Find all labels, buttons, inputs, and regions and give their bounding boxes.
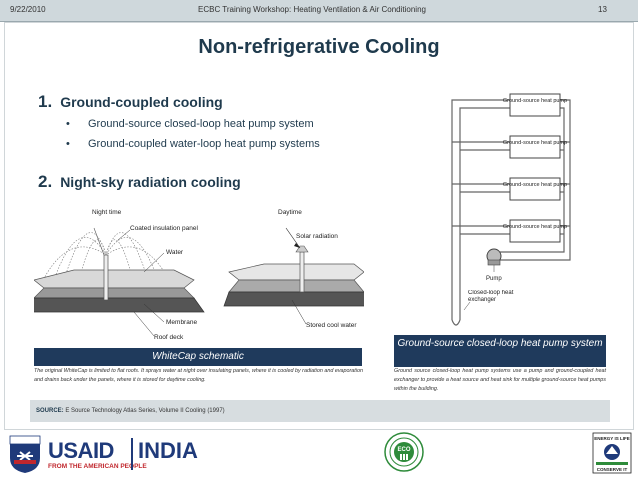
usaid-tagline: FROM THE AMERICAN PEOPLE xyxy=(48,463,147,470)
header-bar: 9/22/2010 ECBC Training Workshop: Heatin… xyxy=(0,0,638,22)
rhs-logo-line1: ENERGY IS LIFE xyxy=(594,436,629,441)
day-diagram: Daytime Solar radiation Stored cool wate… xyxy=(223,209,364,329)
heat-pump-unit: Ground-source heat pump xyxy=(503,177,567,201)
bullet-dot-icon: • xyxy=(66,118,70,130)
figure-left-caption: WhiteCap schematic xyxy=(34,348,362,366)
figure-right-description: Ground source closed-loop heat pump syst… xyxy=(394,368,606,392)
section-1-number: 1. xyxy=(38,92,53,111)
source-label: SOURCE: xyxy=(36,408,64,414)
whitecap-schematic: Night time Coated insulation panel Water… xyxy=(34,209,364,341)
source-note: SOURCE: E Source Technology Atlas Series… xyxy=(30,400,610,422)
label-roof-deck: Roof deck xyxy=(154,334,184,341)
heat-pump-unit: Ground-source heat pump xyxy=(503,219,567,243)
slide-frame xyxy=(4,22,634,430)
unit-label: Ground-source heat pump xyxy=(503,140,567,146)
heat-pump-unit: Ground-source heat pump xyxy=(503,93,567,117)
section-2-heading: 2. Night-sky radiation cooling xyxy=(38,172,241,192)
label-pump: Pump xyxy=(486,276,502,282)
section-2-number: 2. xyxy=(38,172,53,191)
header-workshop-title: ECBC Training Workshop: Heating Ventilat… xyxy=(198,5,426,14)
label-membrane: Membrane xyxy=(166,319,197,326)
logo-divider xyxy=(131,438,133,470)
label-night-time: Night time xyxy=(92,209,122,216)
section-1-heading: 1. Ground-coupled cooling xyxy=(38,92,223,112)
energy-is-life-logo: ENERGY IS LIFE CONSERVE IT xyxy=(592,432,632,474)
bullet-item: • Ground-coupled water-loop heat pump sys… xyxy=(66,138,320,150)
india-logo-text: INDIA xyxy=(138,438,198,463)
label-daytime: Daytime xyxy=(278,209,302,216)
usaid-seal-icon xyxy=(9,435,41,473)
unit-label: Ground-source heat pump xyxy=(503,98,567,104)
section-1-title: Ground-coupled cooling xyxy=(60,94,223,110)
bullet-dot-icon: • xyxy=(66,138,70,150)
night-diagram: Night time Coated insulation panel Water… xyxy=(34,209,205,341)
section-2-title: Night-sky radiation cooling xyxy=(60,174,241,190)
rhs-logo-line2: CONSERVE IT xyxy=(597,467,628,472)
ground-source-schematic: Ground-source heat pump Ground-source he… xyxy=(451,93,571,326)
label-solar-radiation: Solar radiation xyxy=(296,233,338,240)
header-page-number: 13 xyxy=(598,5,607,14)
page-title: Non-refrigerative Cooling xyxy=(198,36,440,58)
bullet-text: Ground-source closed-loop heat pump syst… xyxy=(88,118,314,130)
heat-pump-unit: Ground-source heat pump xyxy=(503,135,567,159)
unit-label: Ground-source heat pump xyxy=(503,182,567,188)
header-date: 9/22/2010 xyxy=(10,5,46,14)
label-exchanger: Closed-loop heat exchanger xyxy=(468,290,514,303)
bullet-item: • Ground-source closed-loop heat pump sys… xyxy=(66,118,314,130)
unit-label: Ground-source heat pump xyxy=(503,224,567,230)
usaid-logo-text: USAID xyxy=(48,438,114,463)
label-stored-cool-water: Stored cool water xyxy=(306,322,357,329)
label-coated-panel: Coated insulation panel xyxy=(130,225,198,232)
figure-right-caption: Ground-source closed-loop heat pump syst… xyxy=(394,335,606,367)
bullet-text: Ground-coupled water-loop heat pump syst… xyxy=(88,138,320,150)
eco-logo-text: ECO xyxy=(397,447,410,453)
label-water: Water xyxy=(166,249,184,256)
source-text: E Source Technology Atlas Series, Volume… xyxy=(65,408,225,414)
eco-logo: ECO xyxy=(384,432,424,472)
figure-left-description: The original WhiteCap is limited to flat… xyxy=(34,368,364,383)
